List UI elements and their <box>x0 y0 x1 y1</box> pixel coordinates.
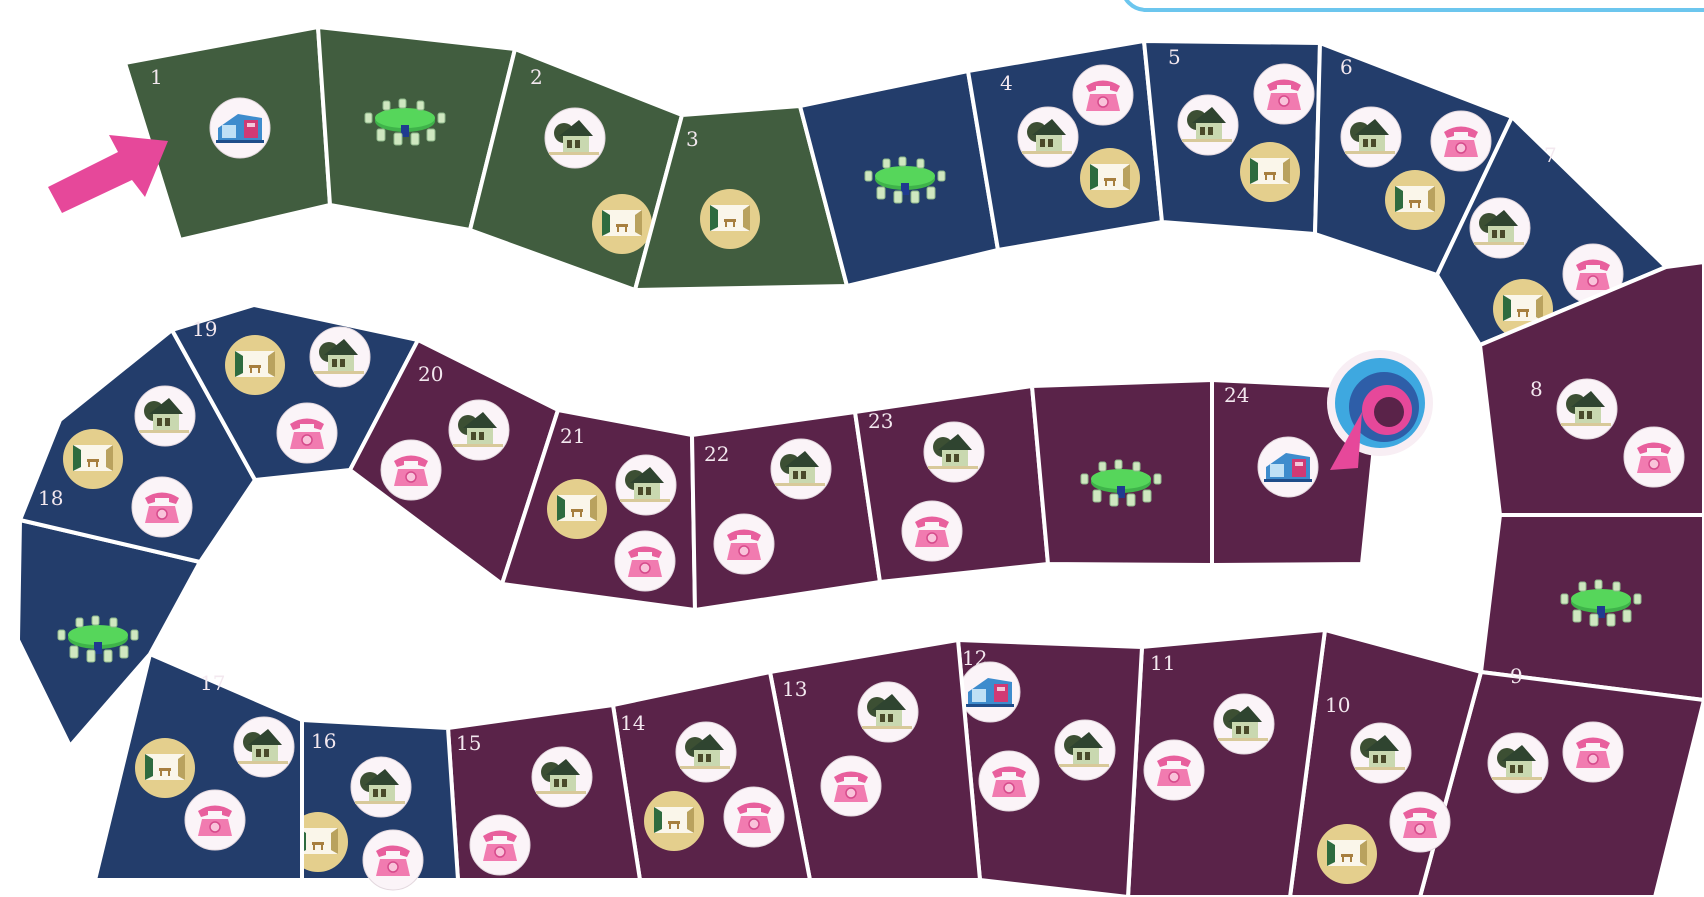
house-icon <box>1351 723 1411 783</box>
tile-number: 6 <box>1340 55 1353 79</box>
telephone-icon <box>1563 722 1623 782</box>
house-icon <box>1214 694 1274 754</box>
tile-number: 21 <box>560 424 585 448</box>
tile-number: 10 <box>1325 693 1350 717</box>
house-icon <box>351 757 411 817</box>
tile-number: 22 <box>704 442 729 466</box>
house-icon <box>1557 379 1617 439</box>
tile-number: 23 <box>868 409 893 433</box>
telephone-icon <box>470 815 530 875</box>
house-icon <box>135 386 195 446</box>
tile-number: 17 <box>200 671 225 695</box>
tile-number: 16 <box>311 729 336 753</box>
swirl-finish-icon <box>1327 350 1433 470</box>
tile-number: 3 <box>686 127 699 151</box>
tile-number: 1 <box>150 65 163 89</box>
office-icon <box>1258 437 1318 497</box>
room-icon <box>547 479 607 539</box>
telephone-icon <box>1073 65 1133 125</box>
house-icon <box>1178 95 1238 155</box>
telephone-icon <box>1624 427 1684 487</box>
tile-number: 5 <box>1168 45 1181 69</box>
room-icon <box>592 194 652 254</box>
tile-number: 14 <box>620 711 645 735</box>
office-icon <box>960 662 1020 722</box>
telephone-icon <box>381 440 441 500</box>
tile-number: 9 <box>1510 664 1523 688</box>
room-icon <box>1080 148 1140 208</box>
house-icon <box>1055 720 1115 780</box>
telephone-icon <box>979 751 1039 811</box>
telephone-icon <box>724 787 784 847</box>
start-arrow-icon <box>48 135 168 213</box>
board-tile[interactable] <box>1032 380 1212 565</box>
tile-number: 24 <box>1224 383 1249 407</box>
room-icon <box>63 429 123 489</box>
house-icon <box>1341 107 1401 167</box>
house-icon <box>310 327 370 387</box>
telephone-icon <box>1431 111 1491 171</box>
tile-number: 7 <box>1544 143 1557 167</box>
room-icon <box>700 189 760 249</box>
telephone-icon <box>277 403 337 463</box>
telephone-icon <box>1390 792 1450 852</box>
room-icon <box>1385 170 1445 230</box>
house-icon <box>1470 198 1530 258</box>
tile-number: 13 <box>782 677 807 701</box>
room-icon <box>1317 824 1377 884</box>
house-icon <box>545 108 605 168</box>
room-icon <box>1240 142 1300 202</box>
tile-number: 4 <box>1000 71 1013 95</box>
house-icon <box>234 717 294 777</box>
tile-number: 20 <box>418 362 443 386</box>
telephone-icon <box>615 531 675 591</box>
tile-number: 19 <box>192 317 217 341</box>
tile-number: 2 <box>530 65 543 89</box>
tile-number: 15 <box>456 731 481 755</box>
telephone-icon <box>902 501 962 561</box>
board-tile[interactable]: 23 <box>855 386 1048 582</box>
board-tile[interactable]: 5 <box>1144 41 1320 234</box>
tile-number: 18 <box>38 486 63 510</box>
board-tile[interactable]: 15 <box>448 705 640 880</box>
house-icon <box>771 439 831 499</box>
board-tile[interactable]: 11 <box>1128 630 1325 897</box>
telephone-icon <box>714 514 774 574</box>
telephone-icon <box>132 477 192 537</box>
house-icon <box>858 682 918 742</box>
board-tile[interactable]: 17 <box>95 654 302 880</box>
telephone-icon <box>1144 740 1204 800</box>
telephone-icon <box>1254 64 1314 124</box>
telephone-icon <box>821 756 881 816</box>
tile-number: 11 <box>1150 651 1175 675</box>
office-icon <box>210 98 270 158</box>
house-icon <box>616 455 676 515</box>
house-icon <box>1018 107 1078 167</box>
board-tile[interactable]: 12 <box>958 640 1142 897</box>
board-tile[interactable]: 4 <box>968 41 1162 250</box>
board-tile[interactable]: 16 <box>288 720 458 890</box>
board-tile[interactable]: 22 <box>692 412 880 610</box>
room-icon <box>225 335 285 395</box>
room-icon <box>644 791 704 851</box>
house-icon <box>1488 733 1548 793</box>
room-icon <box>135 738 195 798</box>
house-icon <box>449 400 509 460</box>
telephone-icon <box>185 790 245 850</box>
house-icon <box>676 722 736 782</box>
telephone-icon <box>363 830 423 890</box>
house-icon <box>924 422 984 482</box>
house-icon <box>532 747 592 807</box>
board-tile[interactable]: 1 <box>125 27 330 240</box>
tile-number: 8 <box>1530 377 1543 401</box>
